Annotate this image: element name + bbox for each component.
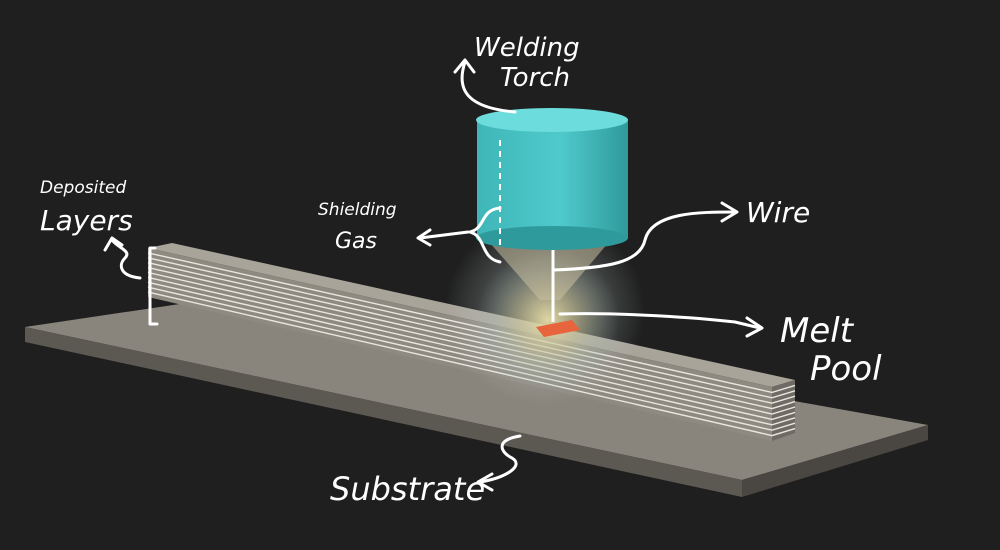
welding-torch [476,108,628,250]
arrow-deposited-layers [110,238,142,280]
arrow-melt-pool [558,312,762,330]
label-melt-pool-line1: Melt [780,311,855,351]
melt-pool [536,320,580,337]
layer-line [147,266,796,410]
label-wire: Wire [746,196,810,229]
arrow-wire [551,210,737,272]
label-welding-torch-line1: Welding [474,33,580,63]
arrow-welding-torch [460,60,517,114]
bracket-deposited-layers [148,246,159,326]
arrow-substrate [478,434,522,484]
layer-line [147,271,796,415]
torch-nozzle [490,243,608,300]
label-deposited-layers-line2: Layers [40,204,133,237]
label-deposited-layers-line1: Deposited [40,178,126,198]
layer-line [147,286,796,431]
label-shielding-gas-line1: Shielding [318,200,397,220]
label-welding-torch-line2: Torch [500,63,570,93]
layer-line [147,257,796,399]
label-shielding-gas-line2: Gas [335,229,377,254]
substrate-plate [25,298,928,497]
arrow-shielding-gas [418,230,470,240]
label-substrate: Substrate [330,470,485,508]
arc-glow [476,250,620,390]
annotation-arrows [103,58,764,492]
label-melt-pool-line2: Pool [810,349,882,389]
layer-lines [147,252,796,437]
layer-line [147,262,796,404]
layer-line [147,252,796,394]
layer-line [147,291,796,437]
layer-line [147,281,796,426]
brace-shielding-gas [468,206,502,264]
layer-line [147,276,796,421]
